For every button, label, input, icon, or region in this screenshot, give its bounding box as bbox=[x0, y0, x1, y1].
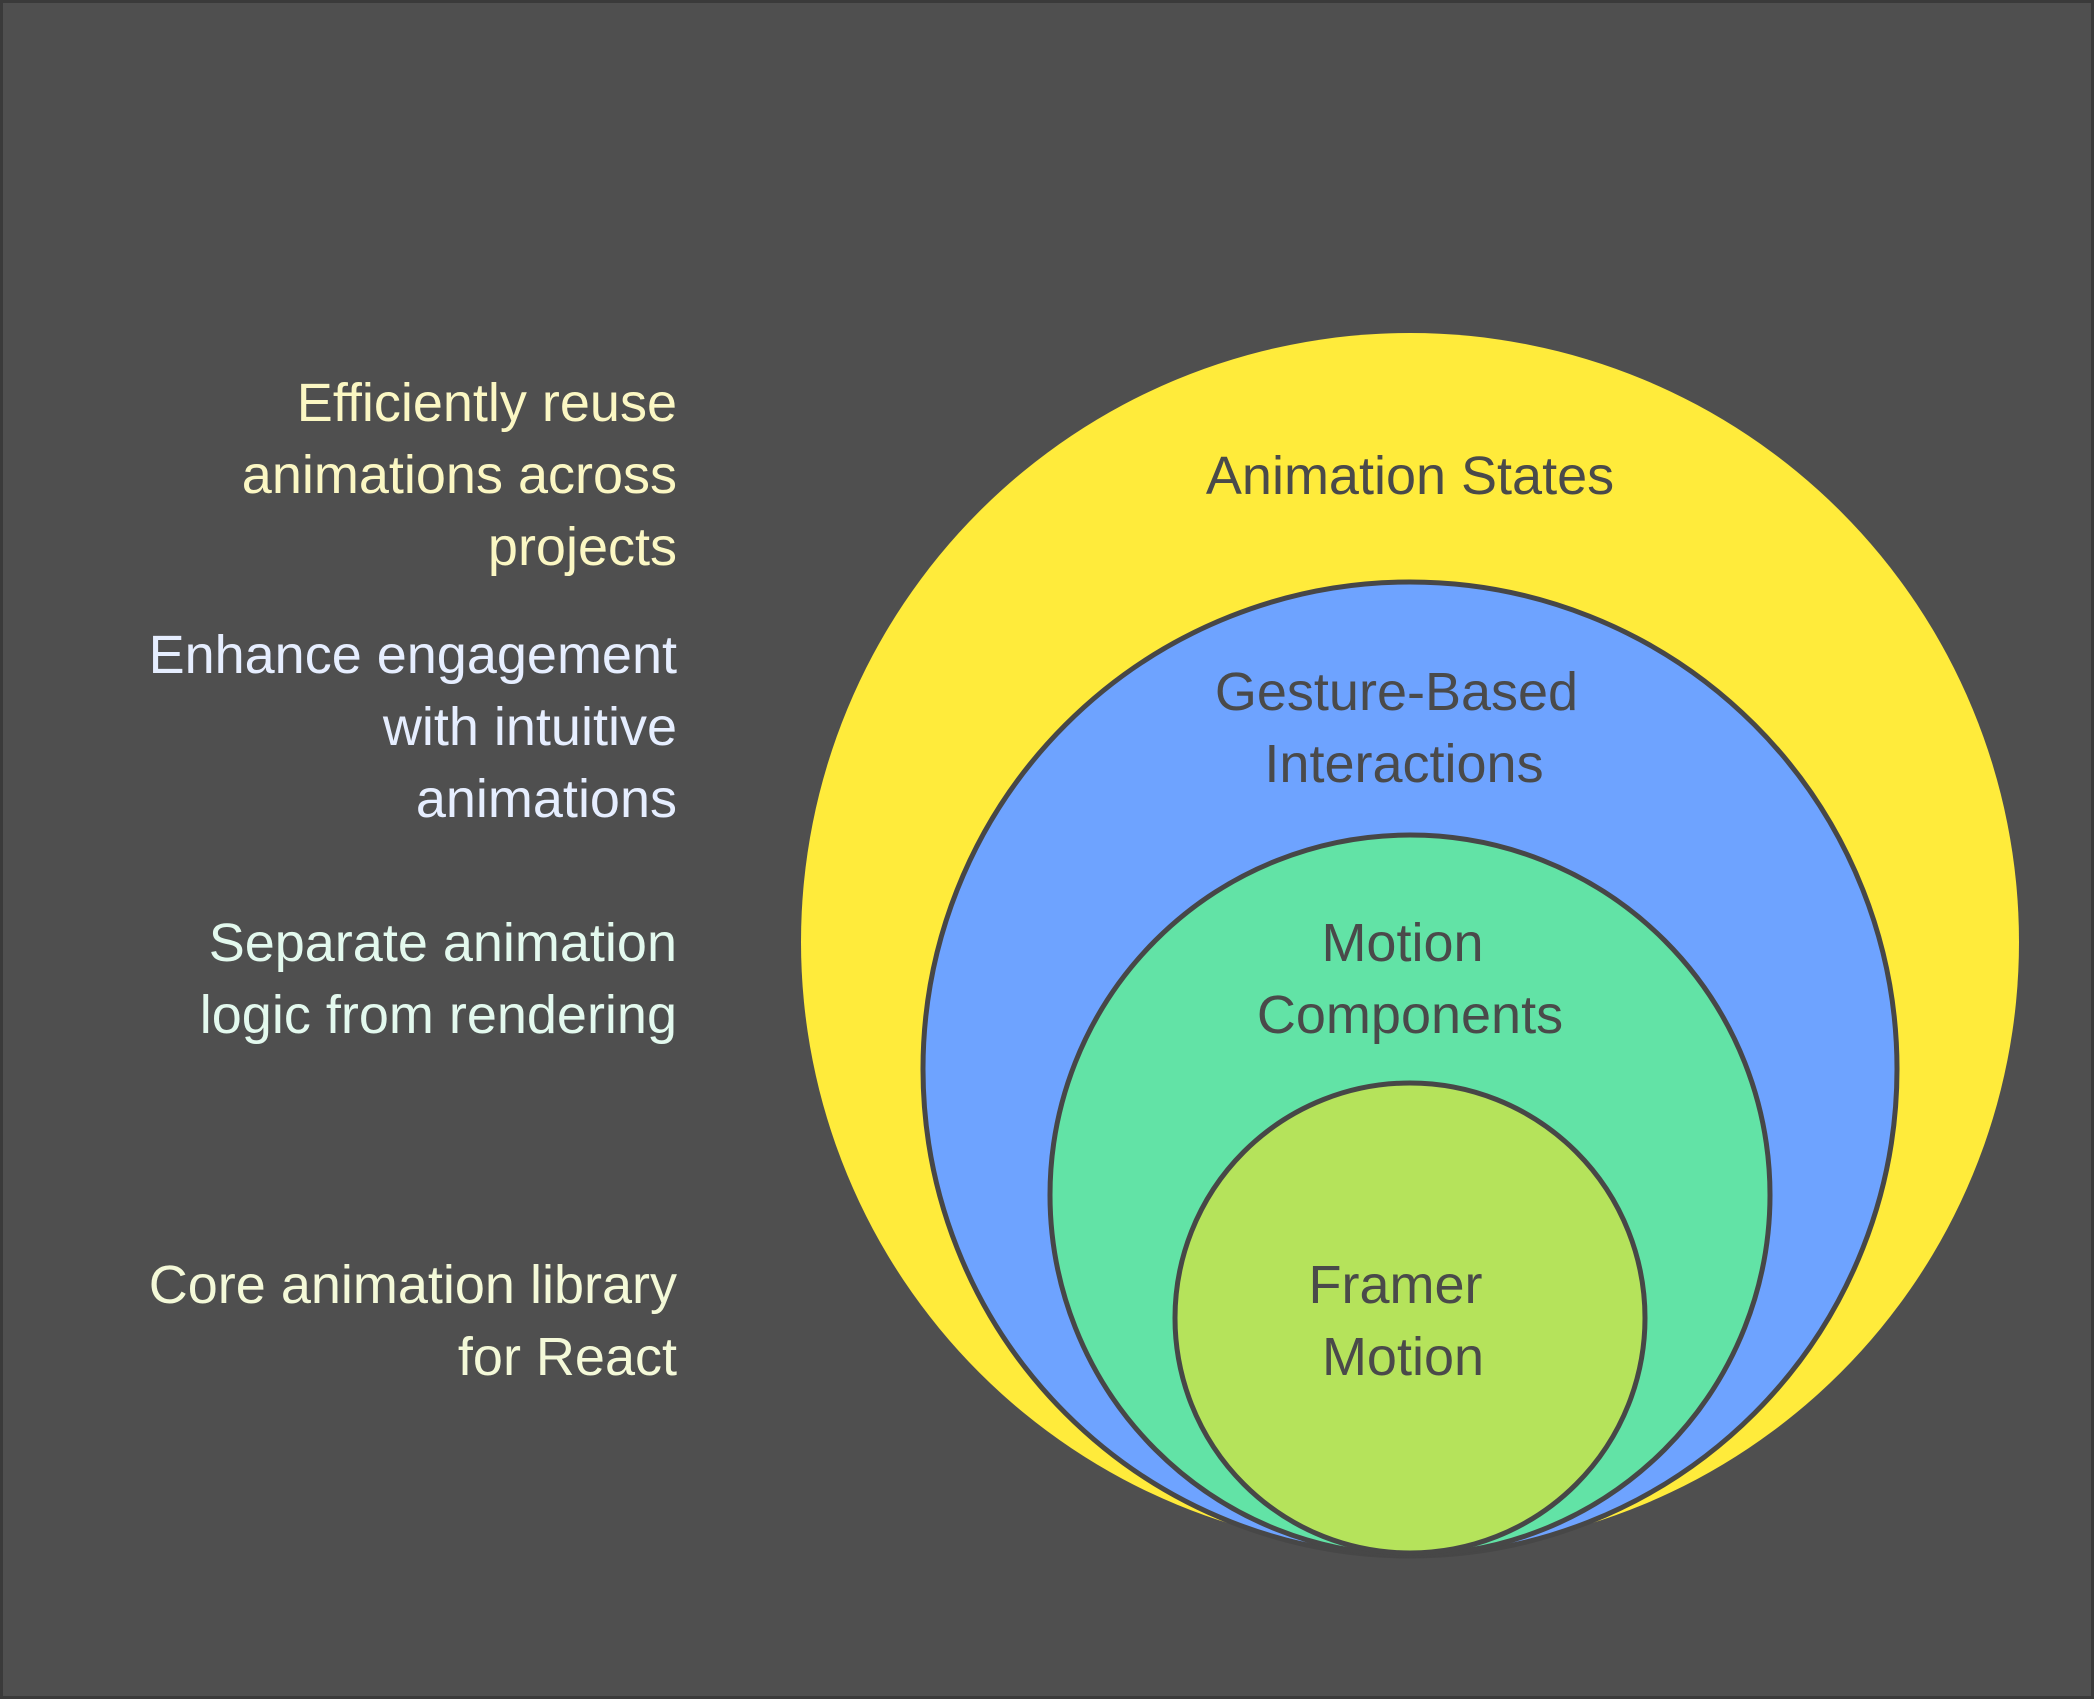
description-gesture-based-interactions: Enhance engagement with intuitive animat… bbox=[148, 625, 677, 829]
description-animation-states: Efficiently reuse animations across proj… bbox=[241, 373, 677, 577]
description-framer-motion: Core animation library for React bbox=[148, 1255, 677, 1387]
label-gesture-based-interactions: Gesture-Based Interactions bbox=[1215, 662, 1593, 794]
label-animation-states-line-1: Animation States bbox=[1206, 446, 1614, 506]
circle-framer-motion bbox=[1172, 1080, 1648, 1556]
label-animation-states: Animation States bbox=[1206, 446, 1614, 506]
label-motion-components: Motion Components bbox=[1257, 913, 1563, 1045]
label-framer-motion-line-1: Framer bbox=[1308, 1255, 1482, 1315]
label-motion-components-line-1: Motion bbox=[1321, 913, 1483, 973]
label-framer-motion: Framer Motion bbox=[1308, 1255, 1497, 1387]
label-gesture-based-interactions-line-1: Gesture-Based bbox=[1215, 662, 1578, 722]
label-motion-components-line-2: Components bbox=[1257, 985, 1563, 1045]
nested-circles-diagram: Animation States Gesture-Based Interacti… bbox=[801, 333, 2019, 1559]
label-framer-motion-line-2: Motion bbox=[1322, 1327, 1484, 1387]
label-gesture-based-interactions-line-2: Interactions bbox=[1264, 734, 1543, 794]
description-motion-components: Separate animation logic from rendering bbox=[199, 913, 677, 1045]
